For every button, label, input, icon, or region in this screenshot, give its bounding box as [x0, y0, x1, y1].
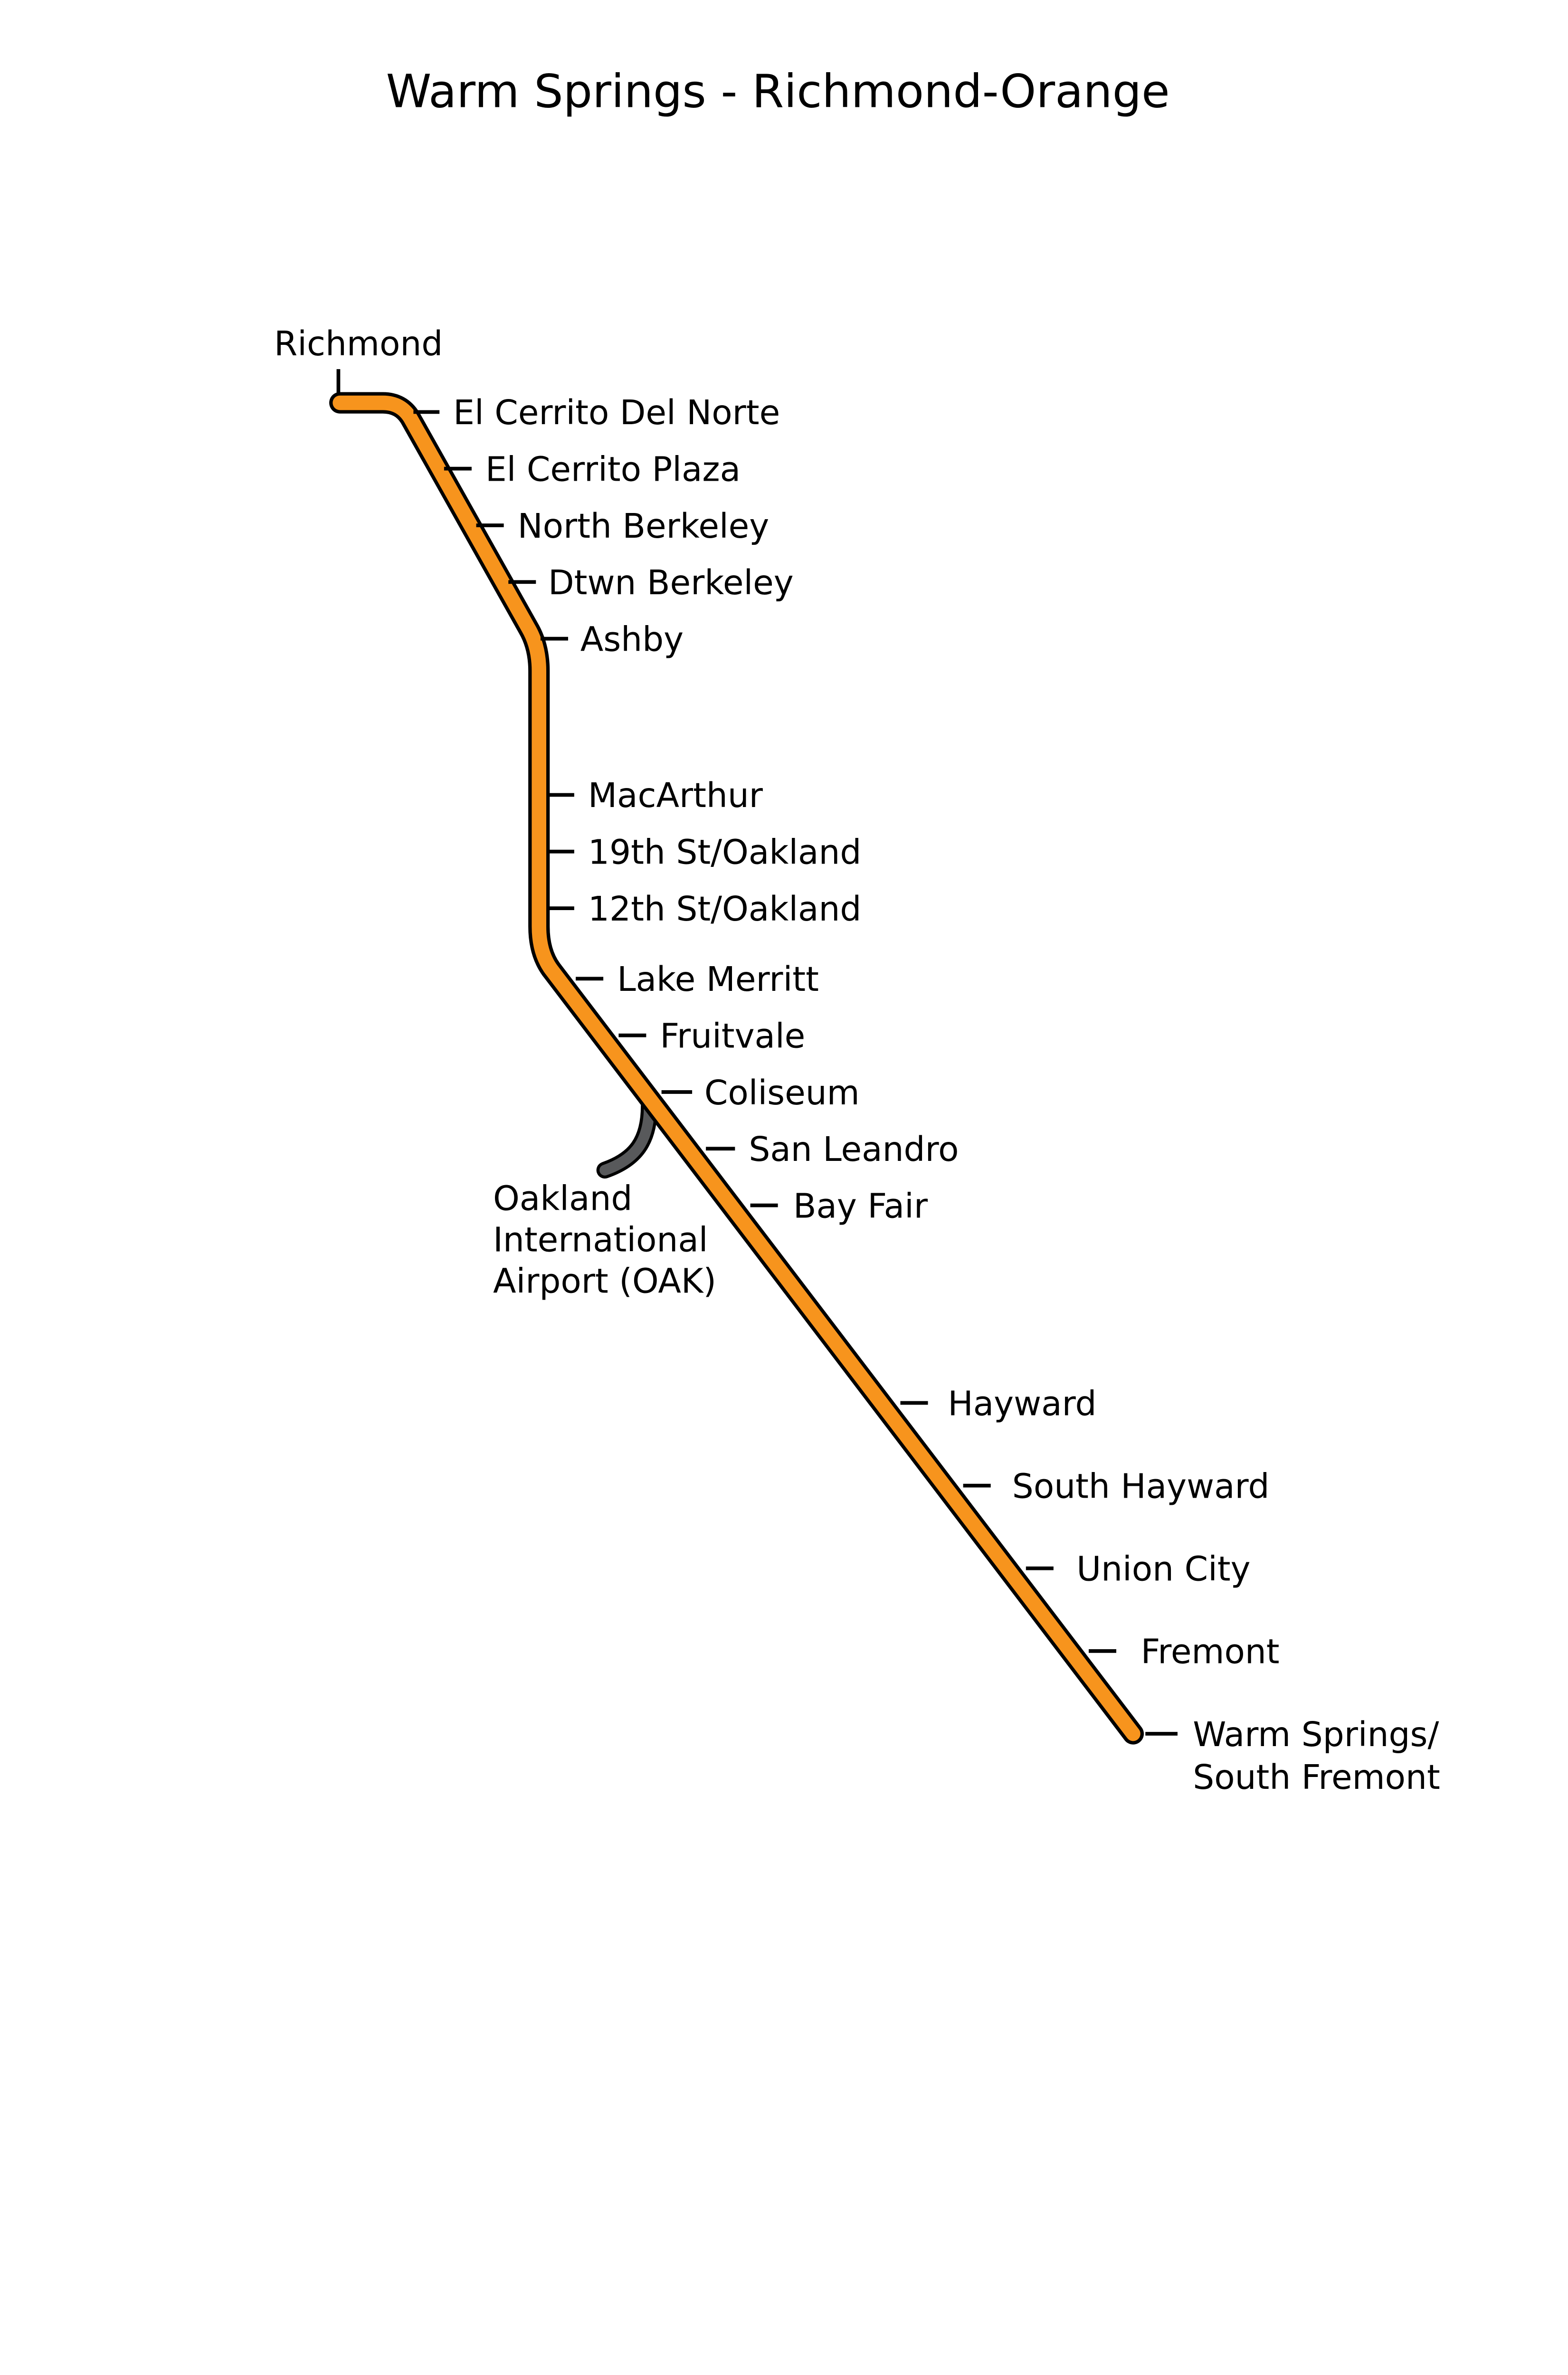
station-label-lake-merritt[interactable]: Lake Merritt: [617, 960, 819, 999]
station-label-san-leandro[interactable]: San Leandro: [749, 1130, 959, 1169]
station-label-warm-springs-line2[interactable]: South Fremont: [1193, 1758, 1440, 1797]
station-label-dtwn-berkeley[interactable]: Dtwn Berkeley: [548, 563, 794, 602]
airport-connector: [596, 1097, 658, 1179]
airport-label-line2[interactable]: International: [493, 1220, 708, 1259]
station-label-ashby[interactable]: Ashby: [580, 619, 684, 659]
station-label-warm-springs-line1[interactable]: Warm Springs/: [1193, 1715, 1439, 1754]
station-label-19th-st-oakland[interactable]: 19th St/Oakland: [588, 833, 862, 872]
station-labels: Richmond El Cerrito Del Norte El Cerrito…: [274, 324, 1440, 1797]
station-label-union-city[interactable]: Union City: [1076, 1549, 1250, 1589]
station-label-el-cerrito-plaza[interactable]: El Cerrito Plaza: [485, 449, 741, 489]
airport-label-line1[interactable]: Oakland: [493, 1178, 632, 1218]
station-label-12th-st-oakland[interactable]: 12th St/Oakland: [588, 889, 862, 929]
station-label-north-berkeley[interactable]: North Berkeley: [518, 506, 770, 546]
orange-line: [329, 392, 1144, 1745]
station-ticks: [336, 369, 1178, 1736]
airport-label-line3[interactable]: Airport (OAK): [493, 1261, 716, 1301]
station-label-richmond[interactable]: Richmond: [274, 324, 443, 363]
station-label-bay-fair[interactable]: Bay Fair: [793, 1186, 928, 1226]
station-label-coliseum[interactable]: Coliseum: [704, 1073, 860, 1112]
station-label-fremont[interactable]: Fremont: [1141, 1632, 1280, 1672]
station-label-fruitvale[interactable]: Fruitvale: [660, 1016, 805, 1055]
station-label-el-cerrito-del-norte[interactable]: El Cerrito Del Norte: [453, 393, 780, 432]
station-label-south-hayward[interactable]: South Hayward: [1012, 1466, 1270, 1506]
station-label-hayward[interactable]: Hayward: [948, 1384, 1096, 1423]
map-title: Warm Springs - Richmond-Orange: [386, 65, 1170, 118]
station-label-macarthur[interactable]: MacArthur: [588, 776, 763, 815]
